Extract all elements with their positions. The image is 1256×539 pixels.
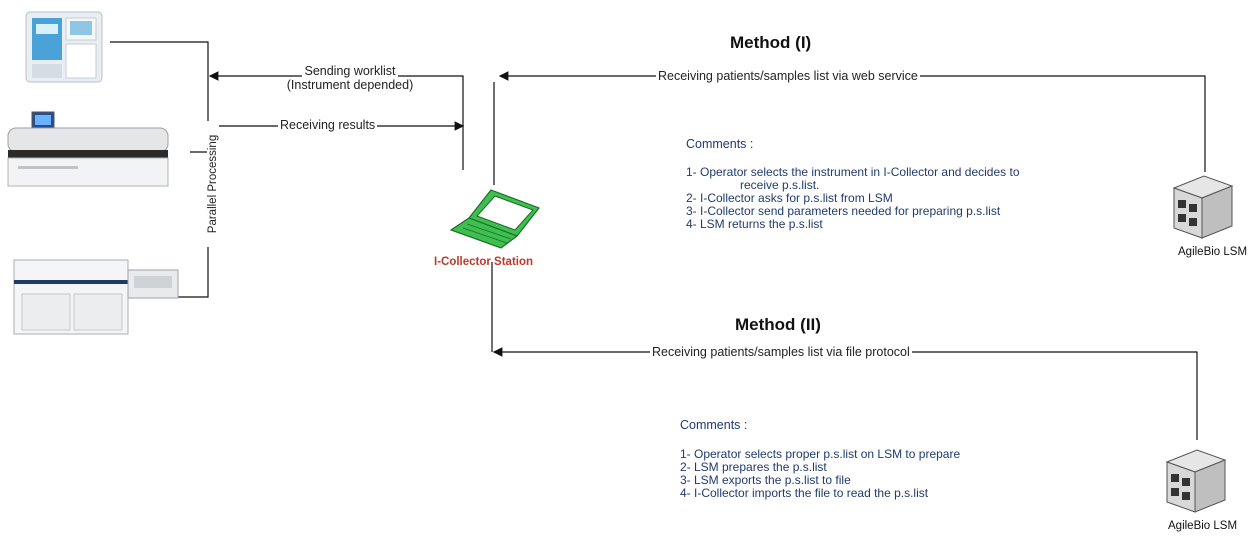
method2-comments-title: Comments : bbox=[680, 418, 748, 432]
sending-worklist-label: Sending worklist (Instrument depended) bbox=[266, 64, 434, 92]
parallel-processing-label: Parallel Processing bbox=[207, 121, 219, 247]
receiving-results-label: Receiving results bbox=[278, 118, 378, 132]
method1-comment-4: 4- LSM returns the p.s.list bbox=[686, 217, 823, 231]
method1-comments-title: Comments : bbox=[686, 137, 754, 151]
method2-title: Method (II) bbox=[735, 315, 821, 334]
method2-server-label: AgileBio LSM bbox=[1168, 520, 1238, 532]
method1-arrow bbox=[498, 71, 1206, 172]
method1-comment-1b: receive p.s.list. bbox=[740, 178, 820, 192]
immunoassay-analyzer-image bbox=[13, 259, 179, 335]
method2-comments: 1- Operator selects proper p.s.list on L… bbox=[680, 448, 960, 500]
method1-comment-2: 2- I-Collector asks for p.s.list from LS… bbox=[686, 191, 893, 205]
method2-comment-3: 3- LSM exports the p.s.list to file bbox=[680, 473, 851, 487]
method1-server-label: AgileBio LSM bbox=[1178, 246, 1248, 258]
sending-worklist-line1: Sending worklist bbox=[302, 64, 398, 78]
chemistry-analyzer-image bbox=[7, 111, 169, 187]
station-label: I-Collector Station bbox=[434, 256, 534, 268]
method1-flow-label: Receiving patients/samples list via web … bbox=[656, 69, 920, 83]
laptop-icon bbox=[449, 189, 540, 249]
method2-comment-4: 4- I-Collector imports the file to read … bbox=[680, 486, 929, 500]
sending-worklist-line2: (Instrument depended) bbox=[286, 78, 414, 92]
method1-comment-3: 3- I-Collector send parameters needed fo… bbox=[686, 204, 1001, 218]
method2-flow-label: Receiving patients/samples list via file… bbox=[650, 345, 912, 359]
hematology-analyzer-image bbox=[25, 11, 103, 83]
method1-title: Method (I) bbox=[730, 33, 812, 52]
method1-comment-1: 1- Operator selects the instrument in I-… bbox=[686, 165, 1020, 179]
method2-comment-2: 2- LSM prepares the p.s.list bbox=[680, 460, 827, 474]
server-building-icon bbox=[1172, 175, 1234, 239]
sending-worklist-arrow bbox=[208, 71, 464, 170]
server-building-icon bbox=[1165, 449, 1227, 513]
method2-comment-1: 1- Operator selects proper p.s.list on L… bbox=[680, 447, 961, 461]
method1-comments: 1- Operator selects the instrument in I-… bbox=[686, 166, 1020, 231]
method2-arrow bbox=[492, 347, 1198, 440]
